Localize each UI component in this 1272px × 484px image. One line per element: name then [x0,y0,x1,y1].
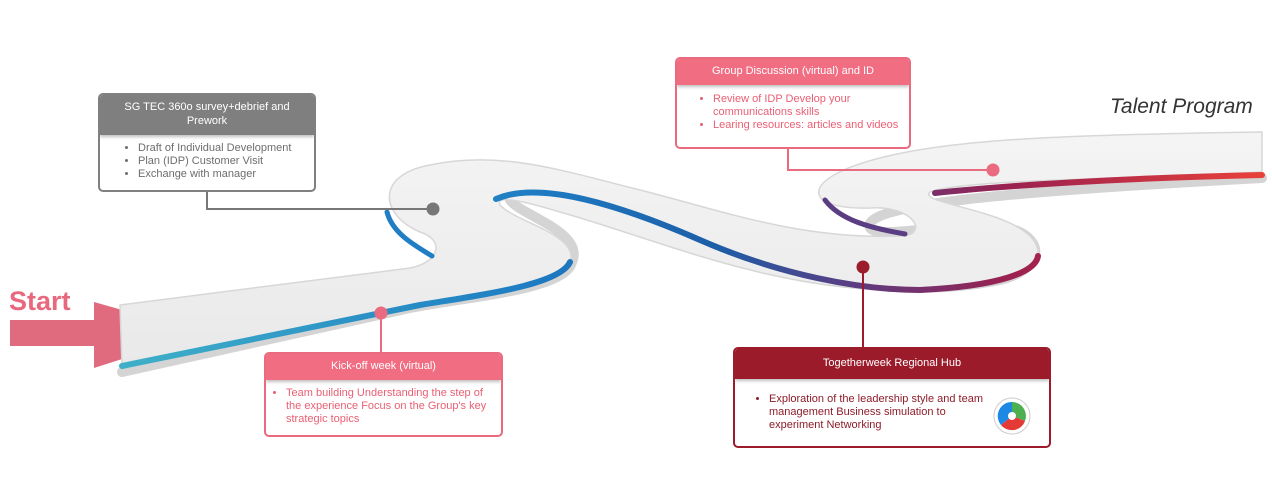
structogram-logo-icon [993,397,1031,435]
stage-title-kickoff: Kick-off week (virtual) [266,354,501,380]
milestone-dot-survey [426,202,440,216]
stage-card-survey: SG TEC 360o survey+debrief and Prework D… [98,93,316,192]
start-arrow-icon [10,302,204,368]
stage-card-discussion: Group Discussion (virtual) and ID Review… [675,57,911,149]
road-edge-inner-right [822,197,908,237]
list-item: Review of IDP Develop your communication… [713,93,909,119]
stage-card-togetherweek: Togetherweek Regional Hub Exploration of… [733,347,1051,448]
road-edge-back [932,172,1265,196]
milestone-dot-kickoff [374,306,388,320]
stage-list-kickoff: Team building Understanding the step of … [266,387,501,426]
list-item: Team building Understanding the step of … [286,387,495,426]
list-item: Draft of Individual Development [138,142,314,155]
list-item: Exchange with manager [138,168,314,181]
stage-list-survey: Draft of Individual Development Plan (ID… [100,142,314,181]
start-label: Start [9,286,71,316]
stage-title-discussion: Group Discussion (virtual) and ID [677,59,909,85]
list-item: Exploration of the leadership style and … [769,393,984,432]
road-edge-middle [493,189,1041,294]
stage-title-togetherweek: Togetherweek Regional Hub [735,349,1049,379]
stage-list-discussion: Review of IDP Develop your communication… [677,93,909,132]
road-edge-inner-left [384,209,435,259]
milestone-dot-togetherweek [856,260,870,274]
stage-card-kickoff: Kick-off week (virtual) Team building Un… [264,352,503,437]
list-item: Learing resources: articles and videos [713,119,909,132]
list-item: Plan (IDP) Customer Visit [138,155,314,168]
program-title: Talent Program [1110,95,1253,118]
milestone-dot-discussion [986,163,1000,177]
road-edge-front [119,259,573,369]
stage-title-survey: SG TEC 360o survey+debrief and Prework [100,95,314,135]
connector-survey [206,192,433,210]
stage-list-togetherweek: Exploration of the leadership style and … [735,393,984,432]
connector-discussion [787,149,993,171]
